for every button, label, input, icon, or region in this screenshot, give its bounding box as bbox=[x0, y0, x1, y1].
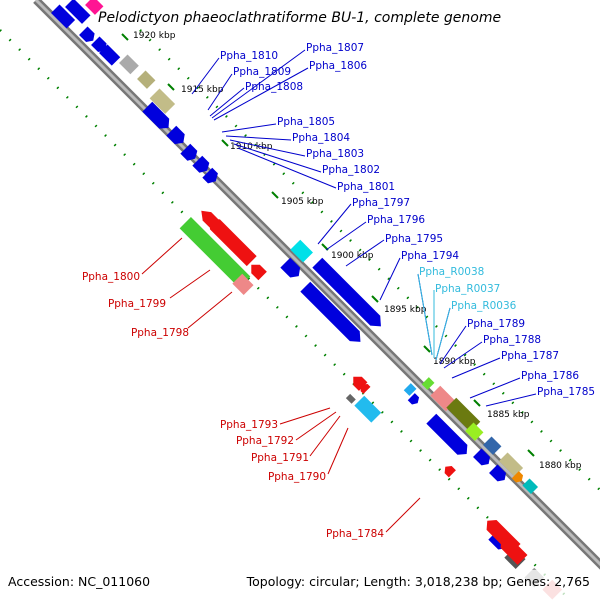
gene-label-ppha-r0037: Ppha_R0037 bbox=[435, 283, 500, 295]
guide-lines bbox=[0, 29, 600, 600]
gene-arrow bbox=[499, 452, 524, 477]
gene-arrow bbox=[353, 376, 368, 391]
gene-arrow bbox=[179, 217, 251, 288]
forward-label-leaders bbox=[191, 49, 537, 407]
gene-arrow bbox=[79, 26, 95, 43]
reverse-gene-labels: Ppha_1800 Ppha_1799 Ppha_1798 Ppha_1793 … bbox=[82, 271, 384, 540]
gene-label-ppha-r0038: Ppha_R0038 bbox=[419, 266, 484, 278]
gene-label-ppha-1800: Ppha_1800 bbox=[82, 271, 140, 283]
gene-label-ppha-1784: Ppha_1784 bbox=[326, 528, 384, 540]
gene-arrow bbox=[345, 393, 356, 404]
gene-label-ppha-1809: Ppha_1809 bbox=[233, 66, 291, 78]
tick-label: 1910 kbp bbox=[230, 142, 273, 152]
footer-background bbox=[0, 570, 600, 600]
gene-arrow bbox=[251, 264, 267, 281]
tick-label: 1880 kbp bbox=[539, 461, 582, 471]
gene-label-ppha-1806: Ppha_1806 bbox=[309, 60, 367, 72]
gene-arrow bbox=[142, 101, 170, 129]
gene-label-ppha-1786: Ppha_1786 bbox=[521, 370, 579, 382]
gene-arrow bbox=[465, 422, 484, 441]
gene-arrow bbox=[232, 273, 254, 295]
gene-label-ppha-1789: Ppha_1789 bbox=[467, 318, 525, 330]
gene-arrow bbox=[500, 538, 528, 565]
gene-arrow bbox=[180, 143, 198, 161]
gene-arrow bbox=[444, 466, 456, 478]
tick-label: 1900 kbp bbox=[331, 251, 374, 261]
gene-arrow bbox=[99, 44, 121, 66]
gene-arrow bbox=[192, 155, 210, 173]
rna-label-leaders bbox=[417, 273, 451, 361]
gene-arrow bbox=[446, 397, 481, 432]
gene-arrow bbox=[407, 393, 420, 405]
gene-label-ppha-1808: Ppha_1808 bbox=[245, 81, 303, 93]
gene-label-ppha-1807: Ppha_1807 bbox=[306, 42, 364, 54]
gene-label-ppha-1798: Ppha_1798 bbox=[131, 327, 189, 339]
scale-ticks: 1920 kbp 1915 kbp 1910 kbp 1905 kbp 1900… bbox=[121, 31, 582, 471]
gene-arrow bbox=[166, 125, 185, 145]
gene-label-ppha-1793: Ppha_1793 bbox=[220, 419, 278, 431]
gene-label-ppha-1788: Ppha_1788 bbox=[483, 334, 541, 346]
gene-label-ppha-1790: Ppha_1790 bbox=[268, 471, 326, 483]
gene-label-ppha-1805: Ppha_1805 bbox=[277, 116, 335, 128]
gene-label-ppha-r0036: Ppha_R0036 bbox=[451, 300, 517, 312]
accession-label: Accession: NC_011060 bbox=[8, 574, 150, 589]
gene-label-ppha-1787: Ppha_1787 bbox=[501, 350, 559, 362]
gene-arrow bbox=[51, 4, 76, 29]
gene-arrow bbox=[354, 395, 382, 423]
gene-label-ppha-1794: Ppha_1794 bbox=[401, 250, 459, 262]
gene-arrow bbox=[202, 167, 218, 184]
gene-label-ppha-1797: Ppha_1797 bbox=[352, 197, 410, 209]
gene-label-ppha-1792: Ppha_1792 bbox=[236, 435, 294, 447]
gene-arrow bbox=[290, 239, 313, 263]
gene-label-ppha-1795: Ppha_1795 bbox=[385, 233, 443, 245]
gene-arrow bbox=[137, 70, 156, 89]
gene-arrow bbox=[149, 88, 176, 114]
gene-label-ppha-1801: Ppha_1801 bbox=[337, 181, 395, 193]
gene-arrow bbox=[421, 377, 435, 390]
gene-arrow bbox=[312, 257, 381, 327]
gene-label-ppha-1796: Ppha_1796 bbox=[367, 214, 425, 226]
gene-arrow bbox=[403, 383, 417, 396]
gene-label-ppha-1803: Ppha_1803 bbox=[306, 148, 364, 160]
genome-summary: Topology: circular; Length: 3,018,238 bp… bbox=[246, 574, 590, 589]
genome-backbone bbox=[33, 0, 600, 570]
gene-arrow bbox=[426, 413, 468, 455]
gene-arrow bbox=[483, 436, 502, 455]
gene-arrow bbox=[300, 281, 361, 342]
gene-label-ppha-1785: Ppha_1785 bbox=[537, 386, 595, 398]
genome-title: Pelodictyon phaeoclathratiforme BU-1, co… bbox=[98, 10, 501, 26]
tick-label: 1905 kbp bbox=[281, 197, 324, 207]
gene-arrow bbox=[511, 471, 524, 483]
gene-arrow bbox=[91, 36, 107, 53]
forward-gene-labels: Ppha_1810 Ppha_1809 Ppha_1808 Ppha_1807 … bbox=[220, 42, 595, 398]
gene-arrow bbox=[85, 0, 104, 15]
tick-label: 1920 kbp bbox=[133, 31, 176, 41]
gene-arrow bbox=[119, 54, 139, 75]
gene-label-ppha-1791: Ppha_1791 bbox=[251, 452, 309, 464]
gene-label-ppha-1810: Ppha_1810 bbox=[220, 50, 278, 62]
tick-label: 1895 kbp bbox=[384, 305, 427, 315]
tick-label: 1890 kbp bbox=[433, 357, 476, 367]
reverse-label-leaders bbox=[141, 237, 421, 533]
gene-label-ppha-1804: Ppha_1804 bbox=[292, 132, 350, 144]
gene-label-ppha-1802: Ppha_1802 bbox=[322, 164, 380, 176]
gene-arrow bbox=[65, 0, 91, 24]
gene-arrow bbox=[522, 478, 539, 495]
gene-label-ppha-1799: Ppha_1799 bbox=[108, 298, 166, 310]
tick-label: 1885 kbp bbox=[487, 410, 530, 420]
gene-arrow bbox=[201, 210, 219, 228]
gene-arrow bbox=[360, 384, 371, 394]
tick-label: 1915 kbp bbox=[181, 85, 224, 95]
gene-arrow bbox=[209, 218, 257, 267]
reverse-strand-genes bbox=[179, 210, 528, 565]
